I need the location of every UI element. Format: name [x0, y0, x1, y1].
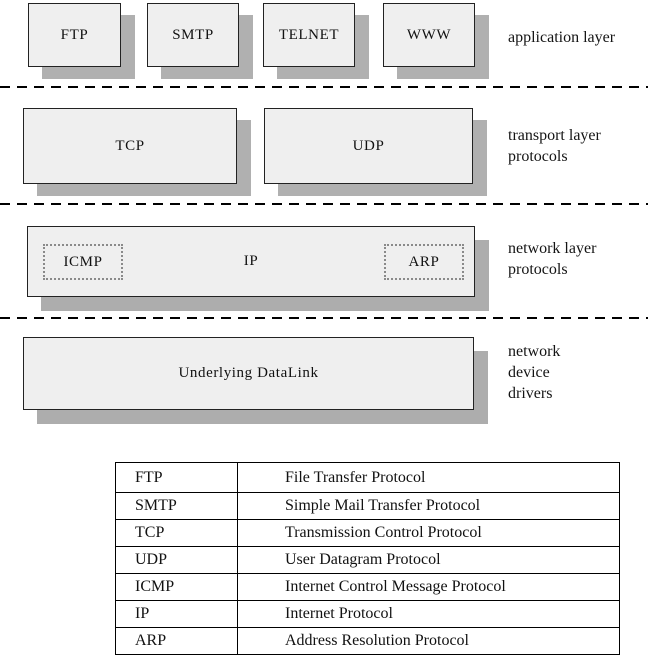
table-row: SMTP Simple Mail Transfer Protocol — [115, 492, 620, 520]
abbr-cell: IP — [115, 600, 238, 628]
abbreviation-table: FTP File Transfer Protocol SMTP Simple M… — [115, 462, 620, 655]
protocol-box-www: WWW — [383, 3, 475, 67]
protocol-box-datalink: Underlying DataLink — [23, 337, 474, 410]
protocol-box-ip-label: IP — [243, 253, 259, 269]
abbr-cell: ICMP — [115, 573, 238, 601]
protocol-box-tcp-label: TCP — [115, 137, 145, 154]
protocol-box-datalink-label: Underlying DataLink — [178, 365, 319, 381]
protocol-box-ftp: FTP — [28, 3, 121, 67]
table-row: ICMP Internet Control Message Protocol — [115, 573, 620, 601]
full-name-cell: Internet Control Message Protocol — [237, 573, 620, 601]
application-layer-label: application layer — [508, 29, 616, 46]
abbr-cell: ARP — [115, 627, 238, 655]
protocol-box-smtp: SMTP — [147, 3, 239, 67]
full-name-cell: Simple Mail Transfer Protocol — [237, 492, 620, 520]
table-row: UDP User Datagram Protocol — [115, 546, 620, 574]
network-layer-label: network layer protocols — [508, 240, 597, 278]
table-row: IP Internet Protocol — [115, 600, 620, 628]
layer-separator-3 — [0, 317, 648, 319]
full-name-cell: Address Resolution Protocol — [237, 627, 620, 655]
protocol-box-arp-label: ARP — [408, 253, 440, 270]
layer-separator-2 — [0, 203, 648, 205]
full-name-cell: Transmission Control Protocol — [237, 519, 620, 547]
full-name-cell: User Datagram Protocol — [237, 546, 620, 574]
protocol-box-www-label: WWW — [406, 26, 452, 43]
protocol-box-ftp-label: FTP — [60, 26, 89, 43]
device-drivers-label: network device drivers — [508, 343, 561, 402]
table-row: ARP Address Resolution Protocol — [115, 627, 620, 655]
protocol-box-tcp: TCP — [23, 108, 237, 184]
table-row: TCP Transmission Control Protocol — [115, 519, 620, 547]
abbr-cell: FTP — [115, 462, 238, 493]
full-name-cell: Internet Protocol — [237, 600, 620, 628]
protocol-box-icmp-label: ICMP — [63, 253, 103, 270]
transport-layer-label: transport layer protocols — [508, 127, 601, 165]
protocol-box-arp: ARP — [384, 244, 464, 280]
protocol-box-udp: UDP — [264, 108, 473, 184]
layer-separator-1 — [0, 86, 648, 88]
abbr-cell: SMTP — [115, 492, 238, 520]
protocol-box-telnet: TELNET — [263, 3, 355, 67]
abbr-cell: TCP — [115, 519, 238, 547]
table-row: FTP File Transfer Protocol — [115, 462, 620, 493]
protocol-box-telnet-label: TELNET — [278, 26, 340, 43]
abbr-cell: UDP — [115, 546, 238, 574]
protocol-box-icmp: ICMP — [43, 244, 123, 280]
protocol-box-ip: IP ICMP ARP — [27, 226, 475, 297]
protocol-box-udp-label: UDP — [352, 137, 385, 154]
protocol-box-smtp-label: SMTP — [172, 26, 214, 43]
full-name-cell: File Transfer Protocol — [237, 462, 620, 493]
